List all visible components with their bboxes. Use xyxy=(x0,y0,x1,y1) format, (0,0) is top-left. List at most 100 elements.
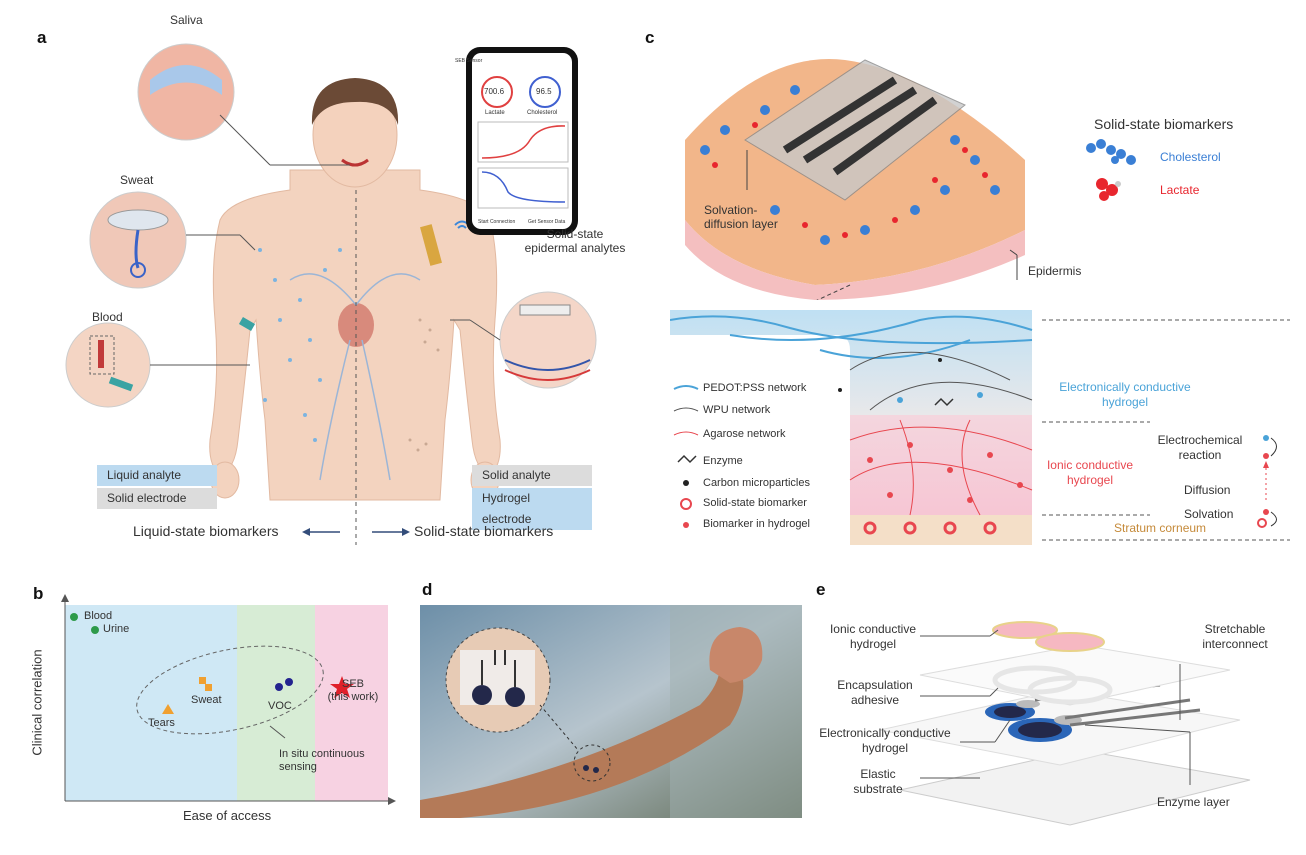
continuous-sensing-ellipse xyxy=(136,645,324,735)
legend-solid-biomarker: Solid-state biomarker xyxy=(703,497,807,509)
panel-b-label: b xyxy=(33,584,44,603)
enzyme-legend-icon xyxy=(677,454,697,464)
solvation-line1: Solvation- xyxy=(704,203,758,217)
e-ionic-label: Ionic conductive hydrogel xyxy=(818,622,928,652)
c-solvation-label: Solvation xyxy=(1184,507,1234,521)
e-stretch-line1: Stretchable xyxy=(1204,622,1266,636)
heart xyxy=(338,303,374,347)
legend-carbon: Carbon microparticles xyxy=(703,477,810,489)
sweat-label: Sweat xyxy=(120,173,154,187)
solid-biomarker-legend-icon xyxy=(680,498,692,510)
b-tears-label: Tears xyxy=(148,717,175,729)
stratum-corneum-band xyxy=(850,515,1032,545)
e-encap-line1: Encapsulation xyxy=(837,678,913,692)
phone-start-button[interactable]: Start Connection xyxy=(478,219,516,225)
hydrogel-electrode-box: Hydrogel electrode xyxy=(472,488,592,530)
solid-electrode-box: Solid electrode xyxy=(97,488,217,509)
b-voc-label: VOC xyxy=(268,700,292,712)
legend-wpu: WPU network xyxy=(703,404,771,416)
sweat-point-1 xyxy=(199,677,206,684)
e-ionic-line1: Ionic conductive xyxy=(829,622,917,636)
c-lactate-label: Lactate xyxy=(1160,183,1200,197)
c-epidermis-label: Epidermis xyxy=(1028,264,1082,278)
ionic-hydrogel-line2: hydrogel xyxy=(1066,473,1114,487)
saliva-inset xyxy=(137,43,235,141)
liquid-biomarkers-label: Liquid-state biomarkers xyxy=(133,523,279,539)
b-urine-label: Urine xyxy=(103,623,130,635)
urine-point xyxy=(91,626,99,634)
annotation-line2: sensing xyxy=(279,761,317,773)
panel-d-label: d xyxy=(422,580,433,599)
annotation-line1: In situ continuous xyxy=(279,748,365,760)
elec-hydrogel-line2: hydrogel xyxy=(1101,395,1149,409)
phone-header: SEB Sensor xyxy=(455,58,483,64)
phone-lactate-value: 700.6 xyxy=(484,87,505,96)
phone-screen xyxy=(472,53,572,229)
lactate-icon xyxy=(1096,178,1121,201)
blood-point xyxy=(70,613,78,621)
phone-lactate-label: Lactate xyxy=(485,110,505,116)
c-elec-hydrogel-label: Electronically conductive hydrogel xyxy=(1040,380,1210,410)
c-diffusion-label: Diffusion xyxy=(1184,483,1231,497)
cholesterol-icon xyxy=(1086,139,1136,165)
solid-biomarkers-label: Solid-state biomarkers xyxy=(414,523,554,539)
sweat-point-2 xyxy=(205,684,212,691)
b-blood-label: Blood xyxy=(84,610,113,622)
forearm xyxy=(420,665,744,818)
carbon-legend-icon xyxy=(683,480,689,486)
ionic-hydrogel-disc-1 xyxy=(992,621,1058,639)
solid-state-line1: Solid-state xyxy=(546,227,604,241)
zone-green xyxy=(237,605,315,801)
voc-point-2 xyxy=(285,678,293,686)
solid-state-line2: epidermal analytes xyxy=(524,241,626,255)
b-sweat-label: Sweat xyxy=(191,694,222,706)
fist xyxy=(709,627,763,683)
e-stretch-line2: interconnect xyxy=(1202,637,1268,651)
solid-state-epidermal-label: Solid-state epidermal analytes xyxy=(500,227,650,255)
e-encap-label: Encapsulation adhesive xyxy=(825,678,925,708)
panel-c-cross-section xyxy=(670,310,1290,545)
e-enzyme-label: Enzyme layer xyxy=(1157,795,1230,809)
phone-get-data-button[interactable]: Get Sensor Data xyxy=(528,219,566,225)
human-hair xyxy=(311,78,399,125)
blood-label: Blood xyxy=(92,310,123,324)
c-legend-icons xyxy=(673,385,699,528)
seb-label-line1: SEB xyxy=(341,678,364,690)
c-ionic-hydrogel-label: Ionic conductive hydrogel xyxy=(1030,458,1150,488)
panel-a-label: a xyxy=(37,28,47,47)
seb-star xyxy=(330,676,354,698)
legend-enzyme: Enzyme xyxy=(703,455,743,467)
panel-e-label: e xyxy=(816,580,826,599)
electrode-2 xyxy=(505,687,525,707)
elastic-substrate-layer xyxy=(899,749,1251,826)
solid-analyte-box: Solid analyte xyxy=(472,465,592,486)
voc-point-1 xyxy=(275,683,283,691)
panel-d-photo xyxy=(420,605,802,818)
liquid-analyte-box: Liquid analyte xyxy=(97,465,217,486)
panel-e-exploded-view xyxy=(879,621,1251,826)
panel-a-illustration xyxy=(65,43,597,545)
legend-agarose: Agarose network xyxy=(703,428,786,440)
ionic-hydrogel-disc-2 xyxy=(1035,632,1105,652)
electrochemical-line1: Electrochemical xyxy=(1157,433,1243,447)
e-elec-line1: Electronically conductive xyxy=(819,726,951,740)
pedot-legend-icon xyxy=(673,385,699,390)
wpu-legend-icon xyxy=(673,407,699,412)
biomarker-hydrogel-legend-icon xyxy=(683,522,689,528)
legend-pedot: PEDOT:PSS network xyxy=(703,382,807,394)
phone-cholesterol-value: 96.5 xyxy=(536,87,552,96)
e-elastic-line2: substrate xyxy=(853,782,903,796)
phone-cholesterol-label: Cholesterol xyxy=(527,110,558,116)
c-cholesterol-label: Cholesterol xyxy=(1160,150,1221,164)
electrode-1 xyxy=(472,685,492,705)
e-elastic-label: Elastic substrate xyxy=(838,767,918,797)
solvation-line2: diffusion layer xyxy=(704,217,778,231)
saliva-label: Saliva xyxy=(170,13,203,27)
b-annotation: In situ continuous sensing xyxy=(279,748,365,774)
panel-c-label: c xyxy=(645,28,655,47)
panel-b-chart xyxy=(61,594,396,805)
seb-label-line2: (this work) xyxy=(327,691,379,703)
b-xlabel: Ease of access xyxy=(183,808,272,823)
e-stretch-label: Stretchable interconnect xyxy=(1185,622,1285,652)
c-solid-biomarkers-title: Solid-state biomarkers xyxy=(1094,116,1234,132)
